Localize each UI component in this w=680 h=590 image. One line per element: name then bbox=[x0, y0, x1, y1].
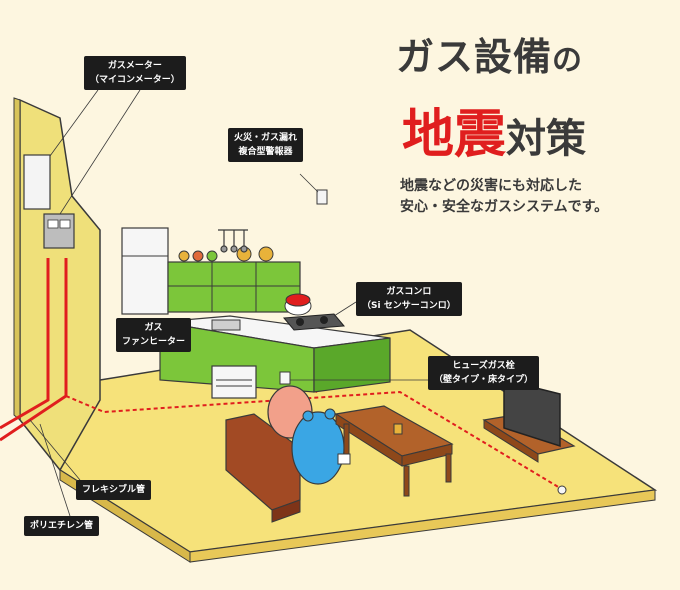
sofa bbox=[225, 413, 301, 523]
subtitle: 地震などの災害にも対応した 安心・安全なガスシステムです。 bbox=[400, 176, 608, 218]
label-fuse-valve-line2: （壁タイプ・床タイプ） bbox=[434, 375, 534, 385]
title-line1-particle: の bbox=[552, 43, 584, 78]
label-alarm-line2: 複合型警報器 bbox=[238, 147, 293, 157]
label-flexible-pipe: フレキシブル管 bbox=[76, 480, 152, 500]
coffee-table bbox=[334, 405, 454, 497]
kitchen-island bbox=[159, 315, 391, 393]
left-wall bbox=[13, 97, 101, 472]
refrigerator-icon bbox=[121, 227, 169, 315]
alarm-icon bbox=[316, 189, 328, 205]
tv-icon bbox=[482, 379, 576, 463]
label-gas-meter-line2: （マイコンメーター） bbox=[90, 75, 180, 85]
title-line2-red: 地震 bbox=[402, 105, 507, 165]
label-fan-heater: ガス ファンヒーター bbox=[116, 318, 192, 352]
label-flexible-pipe-line1: フレキシブル管 bbox=[82, 485, 146, 495]
label-gas-meter: ガスメーター （マイコンメーター） bbox=[84, 56, 186, 90]
label-fuse-valve: ヒューズガス栓 （壁タイプ・床タイプ） bbox=[428, 356, 540, 390]
subtitle-line2: 安心・安全なガスシステムです。 bbox=[400, 199, 609, 215]
title-line1-text: ガス設備 bbox=[396, 35, 553, 79]
label-fuse-valve-line1: ヒューズガス栓 bbox=[452, 361, 515, 371]
page-title-line2: 地震対策 bbox=[402, 92, 586, 167]
gas-meter-icon bbox=[23, 154, 75, 249]
subtitle-line1: 地震などの災害にも対応した bbox=[400, 178, 582, 194]
label-gas-stove-line2: （Si センサーコンロ） bbox=[362, 301, 456, 311]
page-title-line1: ガス設備の bbox=[396, 26, 583, 81]
fan-heater-icon bbox=[211, 365, 257, 399]
label-fan-heater-line1: ガス bbox=[144, 323, 163, 333]
floor bbox=[59, 329, 658, 563]
label-gas-meter-line1: ガスメーター bbox=[107, 61, 162, 71]
blue-character bbox=[291, 408, 351, 485]
back-cabinet bbox=[167, 246, 301, 313]
title-line2-black: 対策 bbox=[506, 116, 587, 162]
wall-valve-icon bbox=[279, 371, 291, 385]
label-polyethylene-pipe: ポリエチレン管 bbox=[24, 516, 100, 536]
label-gas-stove: ガスコンロ （Si センサーコンロ） bbox=[356, 282, 462, 316]
label-gas-stove-line1: ガスコンロ bbox=[386, 287, 432, 297]
floor-valve-icon bbox=[557, 485, 567, 495]
label-alarm-line1: 火災・ガス漏れ bbox=[234, 133, 298, 143]
gas-stove-icon bbox=[282, 293, 346, 331]
utensils-icon bbox=[218, 229, 248, 253]
label-alarm: 火災・ガス漏れ 複合型警報器 bbox=[228, 128, 304, 162]
label-fan-heater-line2: ファンヒーター bbox=[122, 337, 186, 347]
label-polyethylene-pipe-line1: ポリエチレン管 bbox=[30, 521, 94, 531]
